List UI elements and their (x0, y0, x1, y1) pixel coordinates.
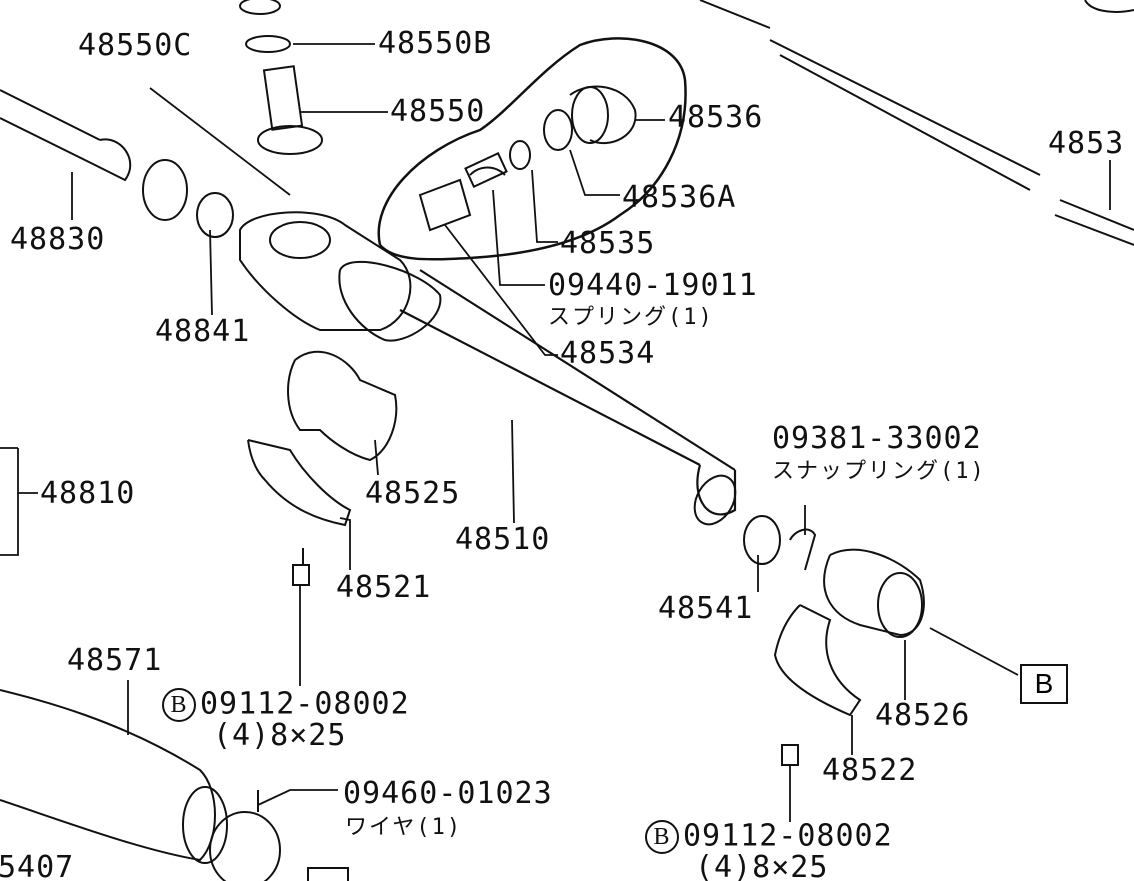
bolt-marker-icon: B (645, 820, 679, 854)
bolt-code: 09112-08002 (683, 818, 893, 854)
part-label-09381-33002: 09381-33002 (772, 421, 982, 456)
part-label-48536A: 48536A (622, 180, 737, 215)
bolt-marker-icon: B (162, 688, 196, 722)
rack-tube (399, 269, 737, 516)
tie-rod-left (0, 89, 132, 182)
part-label-48830: 48830 (10, 222, 106, 257)
part-label-48522: 48522 (822, 753, 918, 788)
reference-box-b: B (1020, 664, 1068, 704)
part-label-48510: 48510 (455, 522, 551, 557)
part-label-48550C: 48550C (78, 28, 193, 63)
tie-rod-upper (769, 39, 1134, 246)
leader-lines (0, 43, 1111, 822)
bolt-qty-left: (4)8×25 (213, 718, 347, 753)
part-label-48536: 48536 (668, 100, 764, 135)
part-label-4853: 4853 (1048, 126, 1125, 161)
boot-48526 (823, 548, 925, 637)
clamp-48522 (773, 604, 862, 717)
part-note-spring: スプリング(1) (548, 305, 714, 330)
part-label-48534: 48534 (560, 336, 656, 371)
part-label-48521: 48521 (336, 570, 432, 605)
part-label-48841: 48841 (155, 314, 251, 349)
part-label-48571: 48571 (67, 643, 163, 678)
boot-48571 (0, 689, 216, 862)
part-label-48526: 48526 (875, 698, 971, 733)
bushing (287, 350, 398, 462)
clamp-48521 (247, 439, 352, 527)
part-label-48525: 48525 (365, 476, 461, 511)
bolt-qty-right: (4)8×25 (695, 850, 829, 881)
part-label-48550B: 48550B (378, 26, 493, 61)
part-label-48541: 48541 (658, 591, 754, 626)
bolt-code: 09112-08002 (200, 686, 410, 722)
gear-housing (239, 211, 412, 331)
part-note-wire: ワイヤ(1) (345, 815, 463, 840)
part-note-snap-ring: スナップリング(1) (772, 459, 986, 484)
part-label-09460-01023: 09460-01023 (343, 776, 553, 811)
part-label-48810: 48810 (40, 476, 136, 511)
hand-drawn-circle (377, 37, 687, 261)
part-label-5407: 5407 (0, 850, 75, 881)
part-label-48550: 48550 (390, 94, 486, 129)
part-label-48535: 48535 (560, 226, 656, 261)
part-label-09440-19011: 09440-19011 (548, 268, 758, 303)
